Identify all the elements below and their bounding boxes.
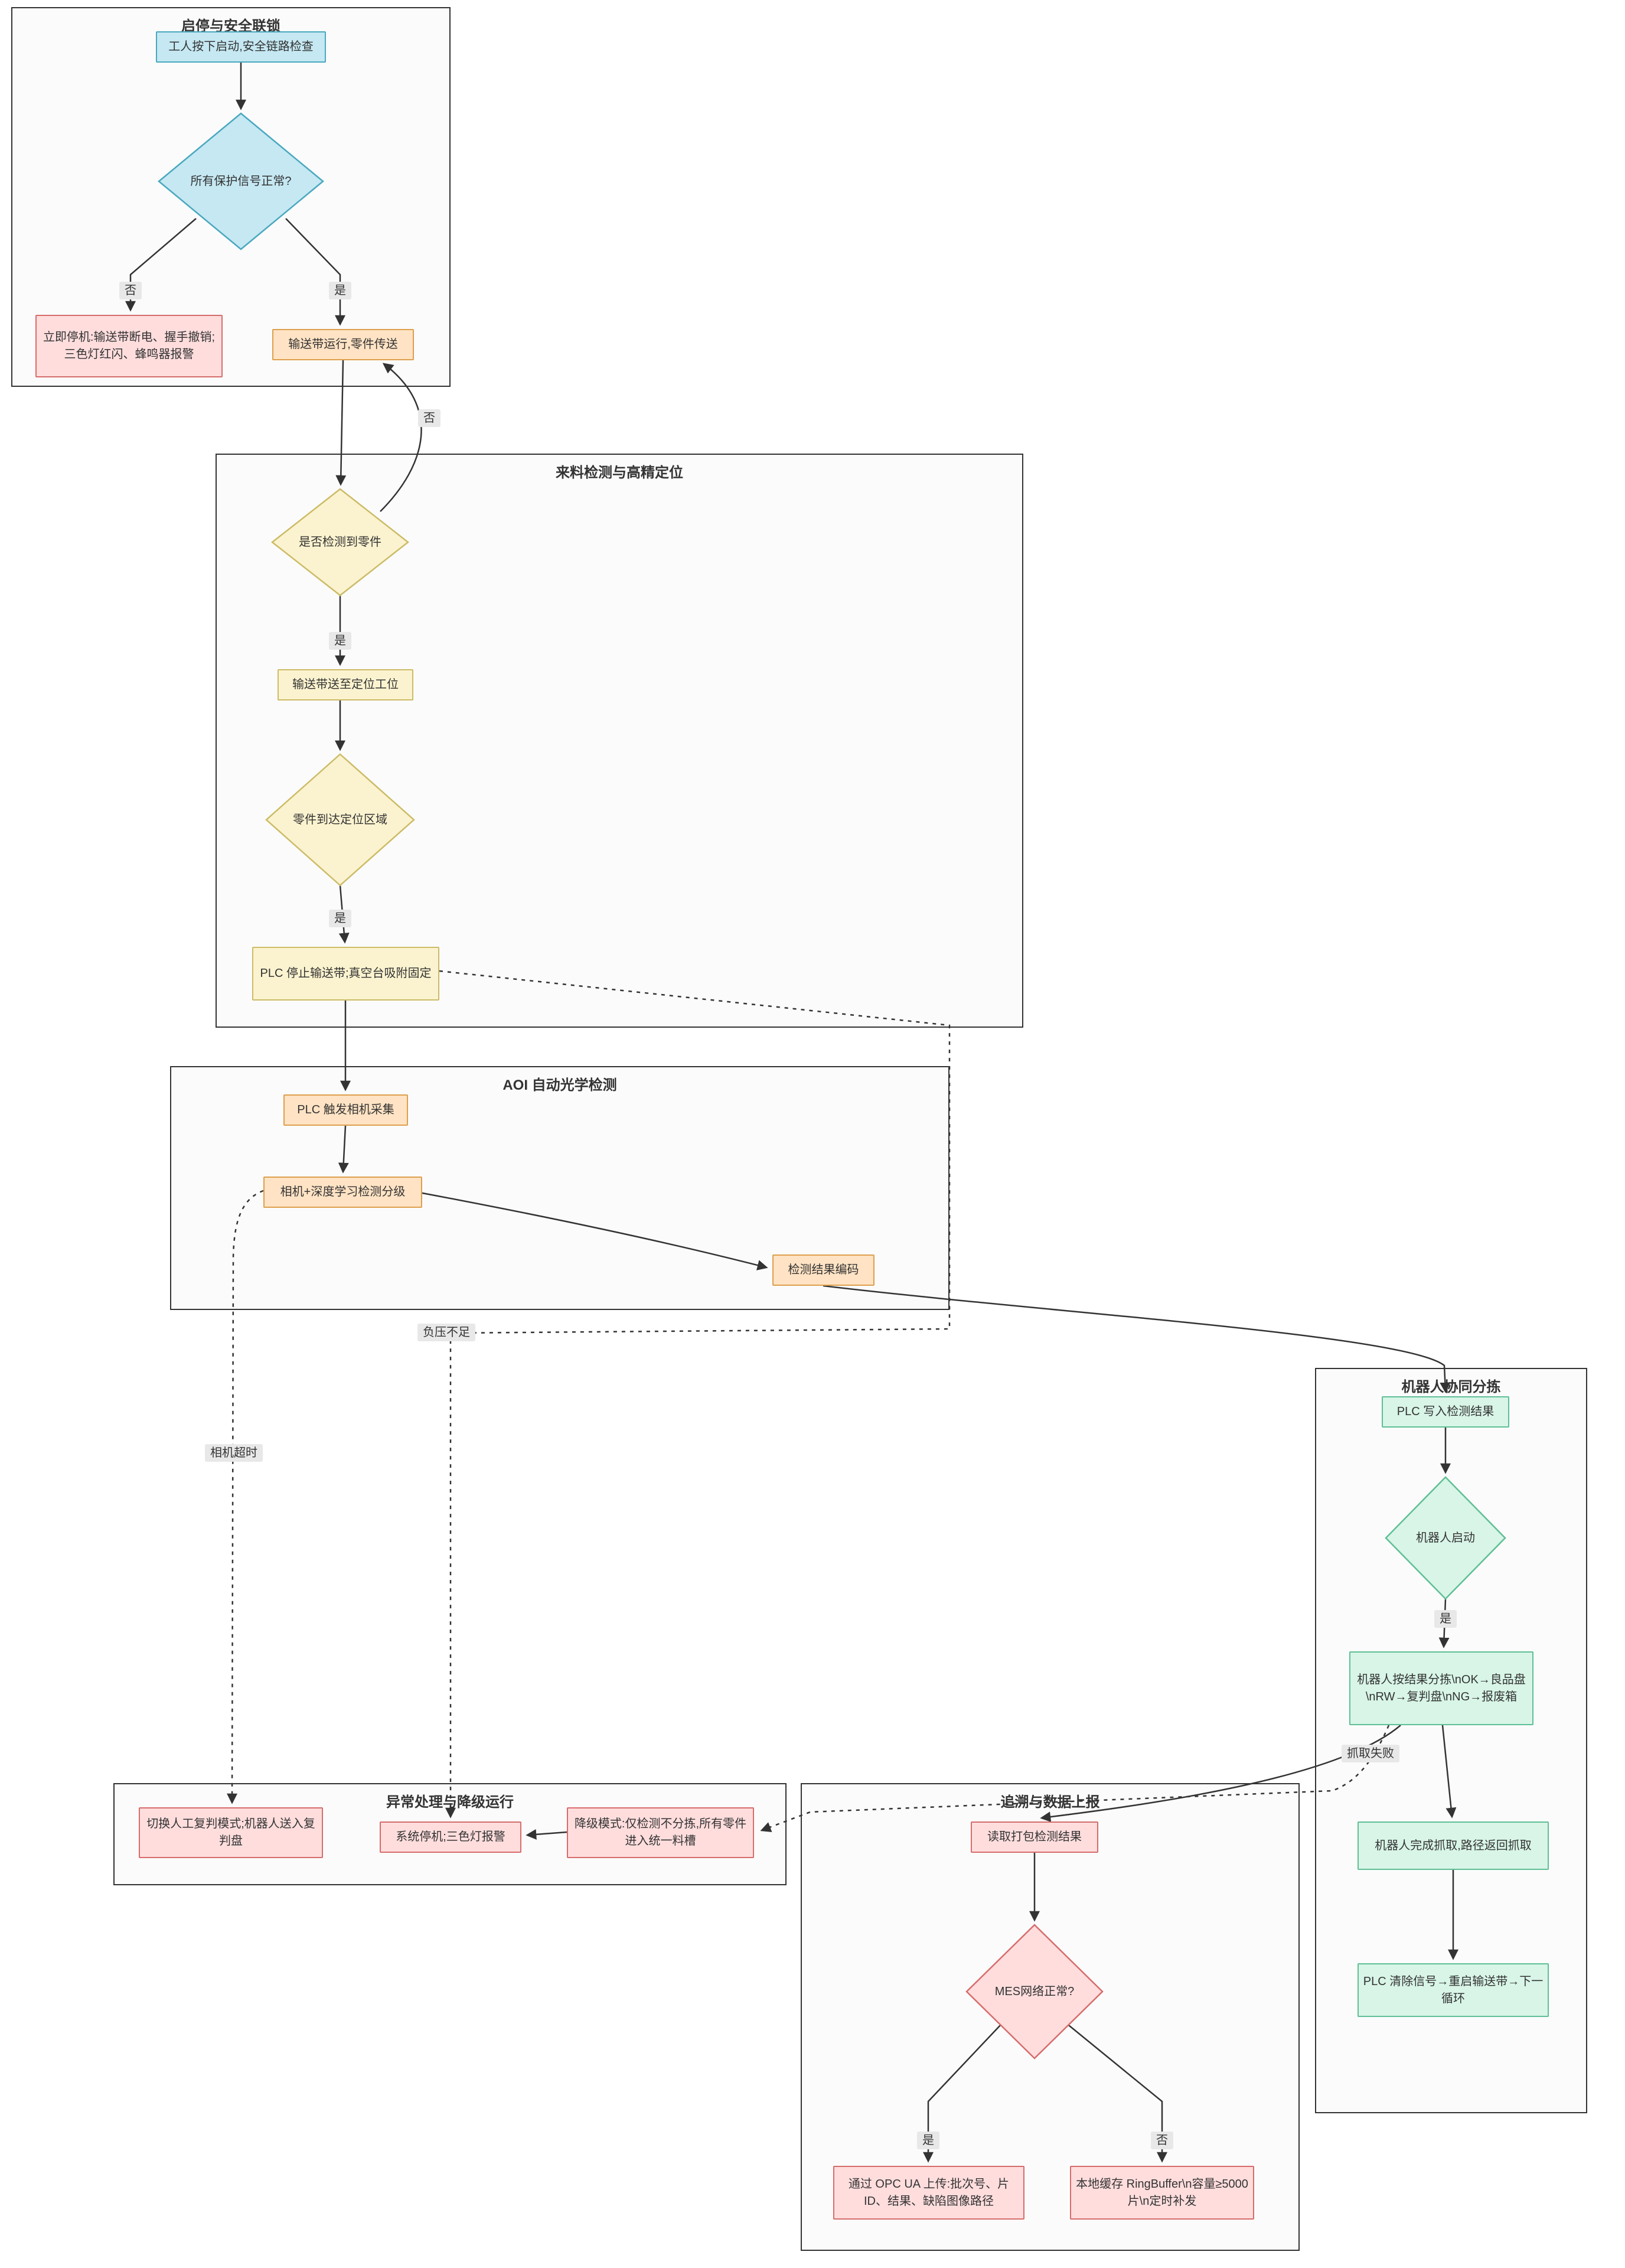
node-degraded-mode: 降级模式:仅检测不分拣,所有零件进入统一料槽 [567, 1807, 754, 1858]
node-read-result: 读取打包检测结果 [971, 1821, 1098, 1853]
edge-sort-to-done [1441, 1725, 1457, 1819]
edge-detect-no-loop [380, 363, 422, 512]
node-to-station: 输送带送至定位工位 [278, 669, 413, 700]
node-worker-start: 工人按下启动,安全链路检查 [156, 31, 326, 63]
edge-sort-to-readresult [1040, 1725, 1401, 1823]
node-plc-stop-belt: PLC 停止输送带;真空台吸附固定 [252, 947, 439, 1001]
diamond-part-arrived [265, 753, 415, 887]
container-incoming-title: 来料检测与高精定位 [556, 465, 683, 481]
edge-safetycheck-yes-beltrun [285, 218, 345, 326]
edge-cameradl-to-encode [422, 1192, 768, 1270]
node-plc-trigger-cam: PLC 触发相机采集 [283, 1094, 408, 1126]
node-plc-clear: PLC 清除信号→重启输送带→下一循环 [1358, 1963, 1549, 2017]
edge-label-yes-robot: 是 [1434, 1610, 1457, 1628]
diamond-robot-start-label: 机器人启动 [1416, 1531, 1475, 1544]
diamond-part-arrived-label: 零件到达定位区域 [293, 813, 387, 826]
edge-label-no-mes: 否 [1151, 2132, 1173, 2149]
container-incoming-detect: 来料检测与高精定位 [216, 454, 1023, 1028]
node-robot-done: 机器人完成抓取,路径返回抓取 [1358, 1821, 1549, 1870]
node-camera-dl: 相机+深度学习检测分级 [263, 1177, 422, 1208]
edge-beltrun-to-detect [335, 360, 347, 486]
diamond-mes-ok [965, 1924, 1104, 2060]
edge-camera-timeout-dotted [227, 1190, 264, 1804]
edge-degraded-to-systemstop [526, 1829, 567, 1840]
diamond-safety-check-label: 所有保护信号正常? [190, 175, 292, 188]
node-belt-run: 输送带运行,零件传送 [272, 329, 414, 360]
diamond-part-detected [270, 488, 410, 597]
node-manual-review: 切换人工复判模式;机器人送入复判盘 [139, 1807, 323, 1858]
node-ring-buffer: 本地缓存 RingBuffer\n容量≥5000片\n定时补发 [1070, 2166, 1254, 2220]
edge-label-vacuum-low: 负压不足 [417, 1324, 475, 1341]
diamond-robot-start [1385, 1476, 1506, 1600]
diamond-part-detected-label: 是否检测到零件 [299, 536, 381, 549]
edge-label-yes-mes: 是 [917, 2132, 939, 2149]
edge-label-yes-safety: 是 [329, 282, 351, 299]
node-result-encode: 检测结果编码 [772, 1254, 875, 1286]
node-system-stop: 系统停机;三色灯报警 [380, 1821, 521, 1853]
container-robot-title: 机器人协同分拣 [1401, 1379, 1501, 1395]
edge-vacuum-low-dotted [439, 970, 951, 1819]
edge-label-no-loop: 否 [418, 409, 440, 427]
edge-grab-fail-dotted [760, 1725, 1390, 1833]
node-plc-write: PLC 写入检测结果 [1382, 1396, 1509, 1428]
edge-label-yes-detect: 是 [329, 632, 351, 650]
edge-encode-to-plcwrite [823, 1285, 1451, 1393]
edge-label-yes-arrived: 是 [329, 910, 351, 927]
node-stop-now: 立即停机:输送带断电、握手撤销;三色灯红闪、蜂鸣器报警 [35, 315, 223, 377]
edge-label-camera-timeout: 相机超时 [205, 1444, 263, 1462]
node-robot-sort: 机器人按结果分拣\nOK→良品盘\nRW→复判盘\nNG→报废箱 [1349, 1651, 1533, 1725]
container-aoi-title: AOI 自动光学检测 [502, 1077, 617, 1093]
diamond-safety-check [158, 112, 324, 250]
edge-label-grab-fail: 抓取失败 [1342, 1745, 1399, 1762]
edge-mes-no-ringbuffer [1068, 2025, 1167, 2163]
node-opcua-upload: 通过 OPC UA 上传:批次号、片ID、结果、缺陷图像路径 [833, 2166, 1024, 2220]
edge-label-no-safety: 否 [119, 282, 142, 299]
diamond-mes-ok-label: MES网络正常? [994, 1985, 1075, 1998]
edge-trigger-to-cameradl [338, 1125, 349, 1174]
container-trace-title: 追溯与数据上报 [1000, 1794, 1100, 1810]
